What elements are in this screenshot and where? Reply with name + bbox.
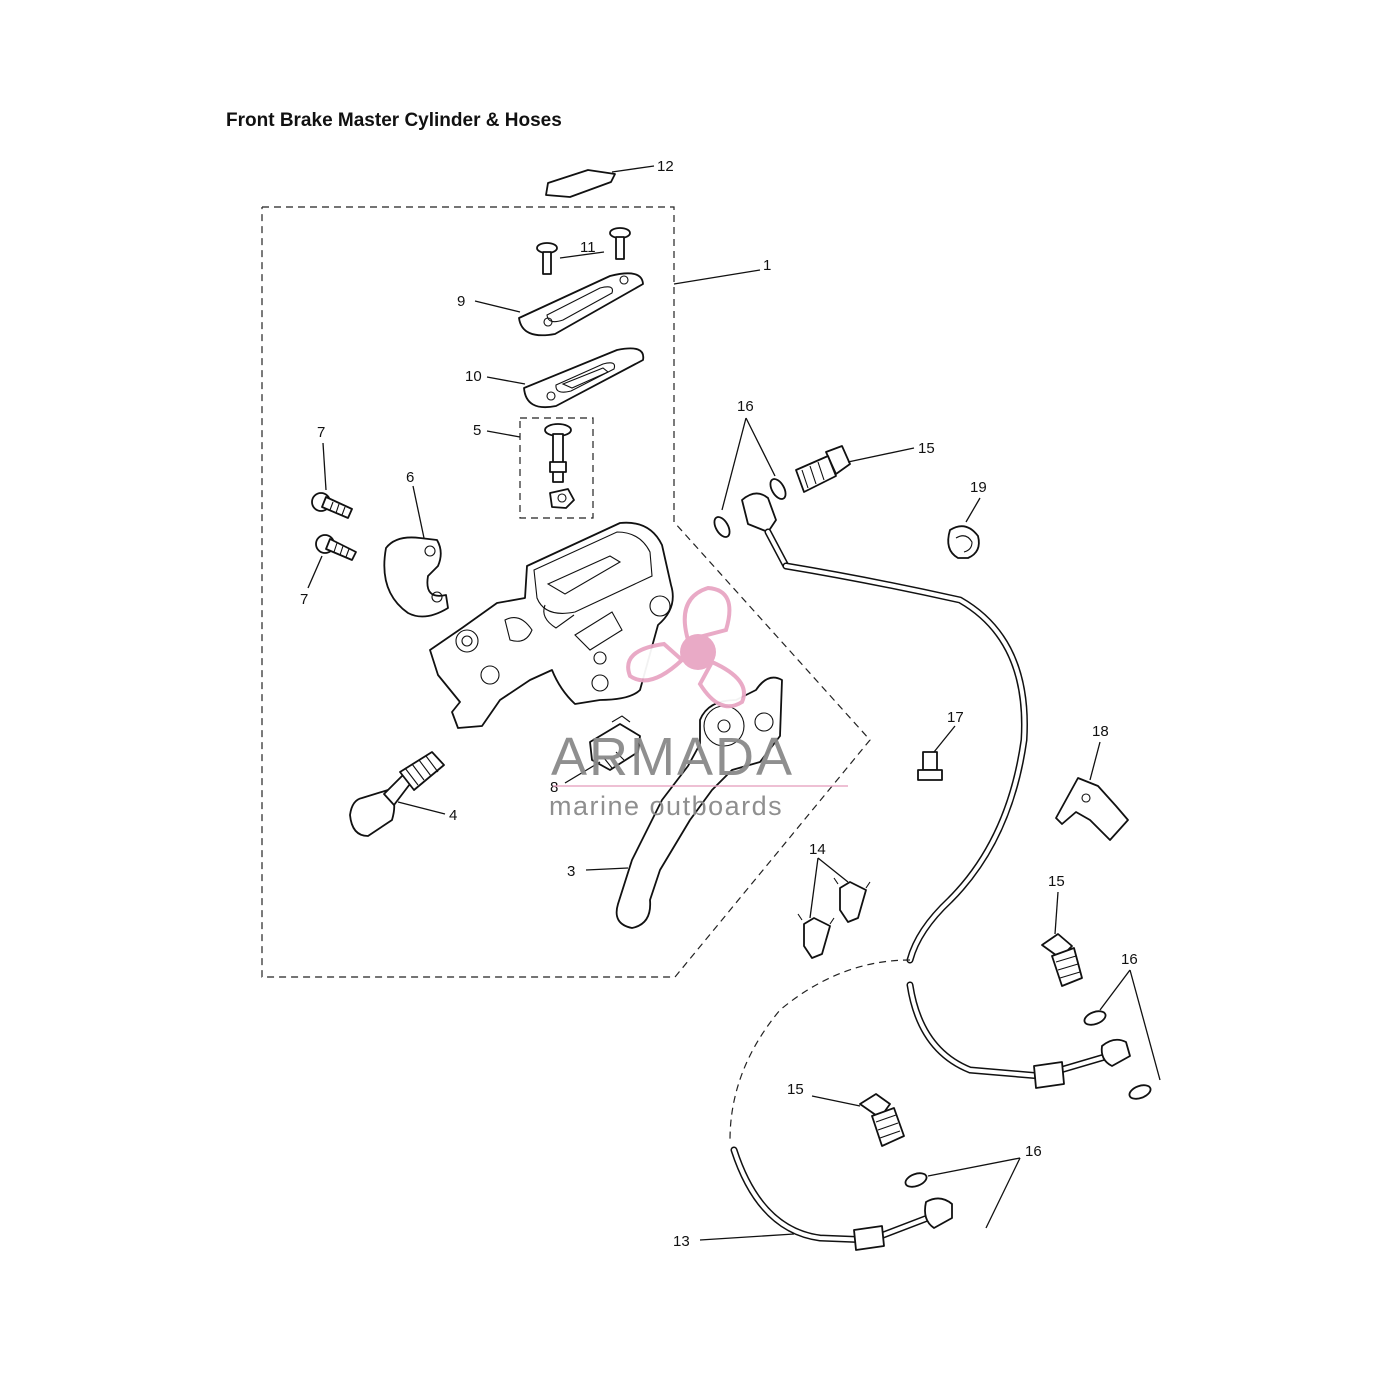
callout-18: 18 xyxy=(1092,723,1109,740)
part-4-pushrod xyxy=(349,751,446,837)
part-19-clip xyxy=(947,497,981,559)
part-10-diaphragm xyxy=(486,347,645,409)
master-cylinder-body xyxy=(429,521,674,729)
hose-right xyxy=(906,981,1131,1089)
callout-16-right: 16 xyxy=(1121,951,1138,968)
part-7-bolts xyxy=(307,442,357,589)
part-18-bracket xyxy=(1055,741,1129,841)
part-5-piston-kit xyxy=(486,417,594,519)
callout-5: 5 xyxy=(473,422,481,439)
callout-15-bottom: 15 xyxy=(787,1081,804,1098)
part-16-washers xyxy=(713,417,1161,1229)
callout-9: 9 xyxy=(457,293,465,310)
callout-10: 10 xyxy=(465,368,482,385)
watermark-tagline: marine outboards xyxy=(549,791,783,821)
callout-11: 11 xyxy=(580,239,596,256)
callout-7-bottom: 7 xyxy=(300,591,308,608)
watermark-brand: ARMADA xyxy=(551,727,794,787)
hose-upper xyxy=(729,492,1028,1141)
callout-7-top: 7 xyxy=(317,424,325,441)
callout-6: 6 xyxy=(406,469,414,486)
callout-16-bottom: 16 xyxy=(1025,1143,1042,1160)
callout-14: 14 xyxy=(809,841,826,858)
part-15-banjo-bolts xyxy=(795,445,1083,1147)
part-8-switch xyxy=(564,715,641,784)
watermark: ARMADA marine outboards xyxy=(549,585,848,821)
part-14-clips xyxy=(797,857,871,959)
callout-4: 4 xyxy=(449,807,457,824)
callout-19: 19 xyxy=(970,479,987,496)
diagram-title: Front Brake Master Cylinder & Hoses xyxy=(226,110,562,131)
callout-15-top: 15 xyxy=(918,440,935,457)
part-17-bolt xyxy=(917,725,956,781)
callout-13: 13 xyxy=(673,1233,690,1250)
part-9-plate xyxy=(474,272,644,337)
callout-12: 12 xyxy=(657,158,674,175)
callout-8: 8 xyxy=(550,779,558,796)
callout-17: 17 xyxy=(947,709,964,726)
part-6-clamp xyxy=(383,485,449,618)
propeller-icon xyxy=(626,585,746,709)
part-11-screws xyxy=(536,227,631,275)
callout-16-top: 16 xyxy=(737,398,754,415)
callout-3: 3 xyxy=(567,863,575,880)
callout-1: 1 xyxy=(763,257,771,274)
part-13-hose xyxy=(699,1146,953,1251)
leader-1 xyxy=(673,269,761,285)
assembly-outline xyxy=(261,206,871,978)
callout-15-right: 15 xyxy=(1048,873,1065,890)
part-12-cap xyxy=(545,165,655,198)
